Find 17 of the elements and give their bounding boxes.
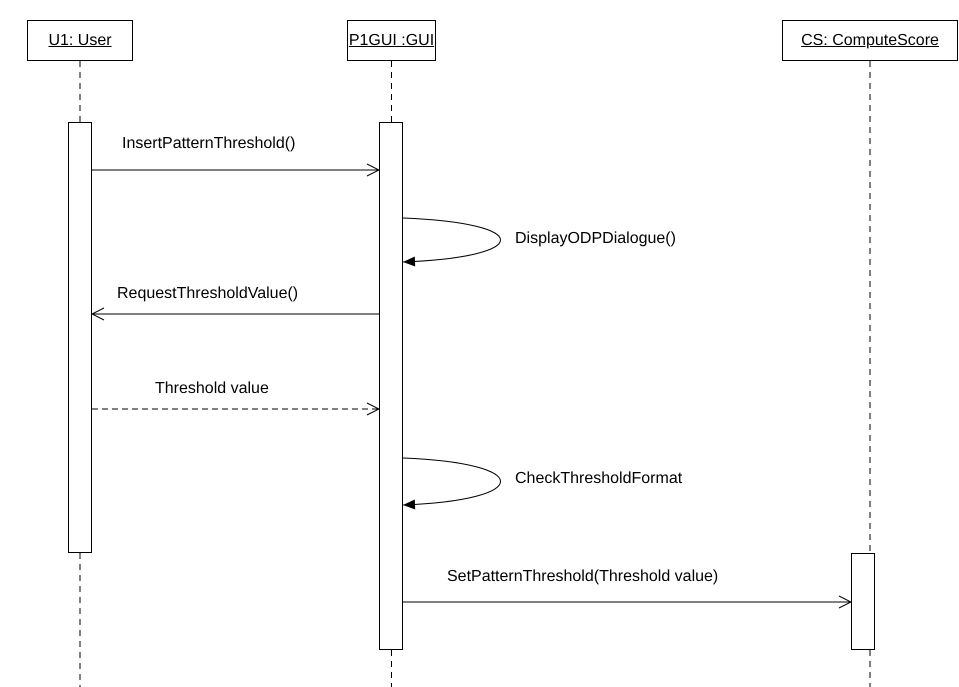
message-arrow	[92, 308, 380, 320]
activation-bar	[68, 122, 92, 553]
lifeline-head: U1: User	[27, 20, 133, 61]
lifeline-head: P1GUI :GUI	[347, 20, 436, 61]
message-arrow	[92, 402, 380, 416]
self-message-arrow	[402, 458, 501, 510]
activation-bar	[851, 553, 875, 650]
message-arrow	[92, 164, 380, 176]
message-label: SetPatternThreshold(Threshold value)	[445, 568, 720, 586]
lifeline	[391, 60, 392, 122]
message-arrow	[402, 596, 852, 608]
lifeline-head: CS: ComputeScore	[782, 20, 958, 61]
message-label: InsertPatternThreshold()	[120, 135, 298, 153]
message-label: RequestThresholdValue()	[115, 285, 300, 303]
message-label: DisplayODPDialogue()	[513, 230, 678, 248]
activation-bar	[379, 122, 403, 650]
self-message-arrow	[402, 218, 501, 266]
